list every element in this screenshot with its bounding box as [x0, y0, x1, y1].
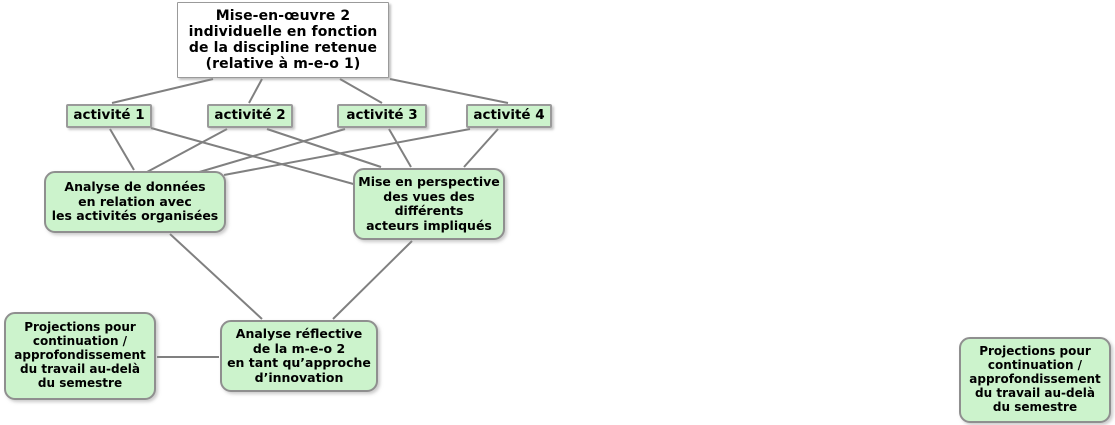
- node-projections-left[interactable]: Projections pour continuation / approfon…: [4, 312, 156, 400]
- edge-activite-4-to-mise-en-perspective: [463, 128, 499, 168]
- node-analyse-reflective[interactable]: Analyse réflective de la m-e-o 2 en tant…: [220, 320, 378, 392]
- node-activite-1[interactable]: activité 1: [66, 104, 152, 128]
- node-label-activite-2: activité 2: [214, 107, 286, 124]
- edge-activite-3-to-analyse-de-donnees: [195, 128, 346, 174]
- node-label-activite-1: activité 1: [73, 107, 145, 124]
- node-label-activite-3: activité 3: [346, 107, 418, 124]
- node-mise-en-perspective[interactable]: Mise en perspective des vues des différe…: [353, 168, 505, 240]
- node-label-projections-left: Projections pour continuation / approfon…: [14, 320, 146, 390]
- node-label-mise-en-oeuvre-2: Mise-en-œuvre 2 individuelle en fonction…: [188, 7, 378, 73]
- node-analyse-de-donnees[interactable]: Analyse de données en relation avec les …: [44, 171, 226, 233]
- node-projections-right[interactable]: Projections pour continuation / approfon…: [959, 337, 1111, 423]
- edge-mise-en-perspective-to-analyse-reflective: [332, 240, 413, 320]
- node-label-analyse-reflective: Analyse réflective de la m-e-o 2 en tant…: [227, 326, 371, 385]
- node-label-projections-right: Projections pour continuation / approfon…: [969, 344, 1101, 414]
- node-label-analyse-de-donnees: Analyse de données en relation avec les …: [51, 179, 219, 224]
- edge-activite-2-to-mise-en-perspective: [266, 128, 382, 168]
- node-activite-4[interactable]: activité 4: [466, 104, 552, 128]
- edge-activite-1-to-analyse-de-donnees: [109, 128, 135, 171]
- node-activite-3[interactable]: activité 3: [337, 104, 427, 128]
- edge-mise-en-oeuvre-2-to-activite-4: [389, 78, 509, 104]
- edge-analyse-de-donnees-to-analyse-reflective: [169, 233, 263, 320]
- edge-mise-en-oeuvre-2-to-activite-3: [339, 78, 383, 104]
- node-label-activite-4: activité 4: [473, 107, 545, 124]
- node-activite-2[interactable]: activité 2: [207, 104, 293, 128]
- node-mise-en-oeuvre-2[interactable]: Mise-en-œuvre 2 individuelle en fonction…: [177, 2, 389, 78]
- edge-mise-en-oeuvre-2-to-activite-2: [248, 78, 263, 104]
- node-label-mise-en-perspective: Mise en perspective des vues des différe…: [358, 174, 500, 233]
- edge-activite-3-to-mise-en-perspective: [388, 128, 412, 168]
- edge-mise-en-oeuvre-2-to-activite-1: [111, 78, 214, 104]
- edge-activite-2-to-analyse-de-donnees: [146, 128, 228, 173]
